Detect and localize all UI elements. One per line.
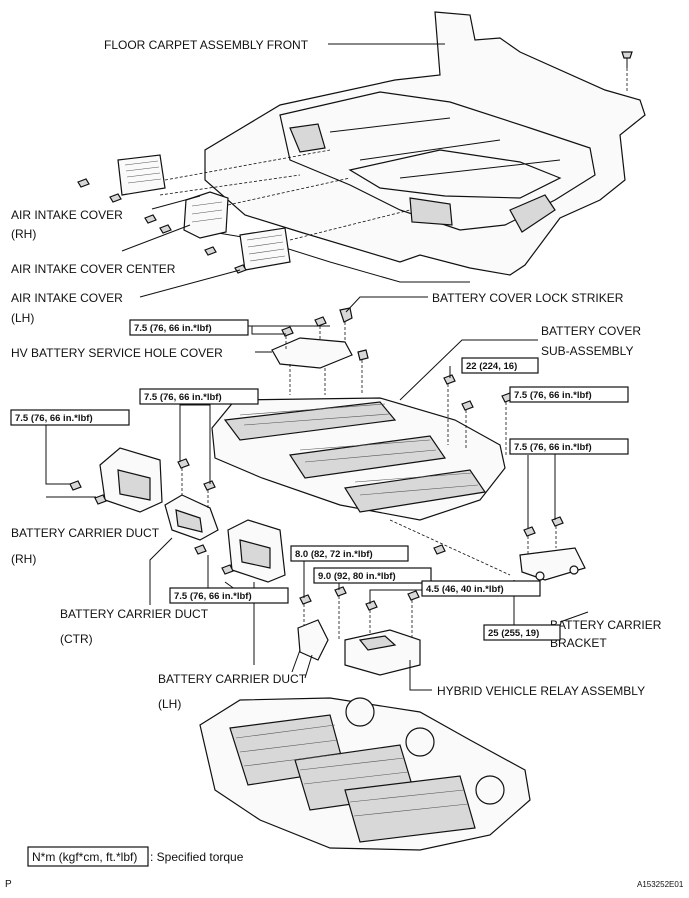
label-battery-carrier-duct-ctr: BATTERY CARRIER DUCT xyxy=(60,607,209,621)
torque-callout-service-hole: 7.5 (76, 66 in.*lbf) xyxy=(129,319,249,336)
label-floor-carpet: FLOOR CARPET ASSEMBLY FRONT xyxy=(104,38,309,52)
air-intake-cover-center-drawing xyxy=(159,177,351,239)
torque-callout-cover-22: 22 (224, 16) xyxy=(461,357,539,374)
figure-id: A153252E01 xyxy=(637,880,684,889)
svg-text:7.5 (76, 66 in.*lbf): 7.5 (76, 66 in.*lbf) xyxy=(174,591,252,602)
svg-text:8.0 (82, 72 in.*lbf): 8.0 (82, 72 in.*lbf) xyxy=(295,549,373,560)
air-intake-cover-rh-drawing xyxy=(77,149,331,224)
torque-callout-duct-rh: 7.5 (76, 66 in.*lbf) xyxy=(10,409,130,426)
battery-carrier-duct-ctr-drawing xyxy=(164,458,219,541)
legend-description: : Specified torque xyxy=(150,850,244,864)
svg-text:4.5 (46, 40 in.*lbf): 4.5 (46, 40 in.*lbf) xyxy=(426,584,504,595)
label-battery-carrier-bracket-line1: BATTERY CARRIER xyxy=(550,618,662,632)
svg-text:7.5 (76, 66 in.*lbf): 7.5 (76, 66 in.*lbf) xyxy=(134,323,212,334)
torque-callout-cover-right: 7.5 (76, 66 in.*lbf) xyxy=(509,386,629,403)
label-air-intake-cover-center: AIR INTAKE COVER CENTER xyxy=(11,262,176,276)
hv-battery-drawing xyxy=(199,697,531,851)
label-battery-carrier-bracket-line2: BRACKET xyxy=(550,636,607,650)
label-hybrid-vehicle-relay-assembly: HYBRID VEHICLE RELAY ASSEMBLY xyxy=(437,684,645,698)
label-air-intake-cover-lh-side: (LH) xyxy=(11,311,34,325)
torque-callout-relay-9: 9.0 (92, 80 in.*lbf) xyxy=(313,567,432,584)
label-air-intake-cover-rh: AIR INTAKE COVER xyxy=(11,208,123,222)
label-battery-cover-lock-striker: BATTERY COVER LOCK STRIKER xyxy=(432,291,624,305)
torque-callout-duct-ctr: 7.5 (76, 66 in.*lbf) xyxy=(169,587,289,604)
label-battery-carrier-duct-rh-side: (RH) xyxy=(11,552,36,566)
label-battery-carrier-duct-lh-side: (LH) xyxy=(158,697,181,711)
service-hole-cover-drawing xyxy=(271,316,353,395)
label-hv-battery-service-hole-cover: HV BATTERY SERVICE HOLE COVER xyxy=(11,346,223,360)
air-intake-cover-lh-drawing xyxy=(204,209,411,274)
svg-text:22 (224, 16): 22 (224, 16) xyxy=(466,361,517,372)
svg-text:7.5 (76, 66 in.*lbf): 7.5 (76, 66 in.*lbf) xyxy=(144,392,222,403)
torque-callout-bracket-25: 25 (255, 19) xyxy=(483,624,561,641)
label-air-intake-cover-lh: AIR INTAKE COVER xyxy=(11,291,123,305)
floor-carpet-drawing xyxy=(199,11,646,283)
torque-callout-relay-8: 8.0 (82, 72 in.*lbf) xyxy=(290,545,409,562)
battery-cover-drawing xyxy=(211,397,511,576)
label-battery-cover-line2: SUB-ASSEMBLY xyxy=(541,344,633,358)
label-battery-carrier-duct-rh: BATTERY CARRIER DUCT xyxy=(11,526,160,540)
lock-striker-drawing xyxy=(339,307,369,395)
battery-carrier-bracket-drawing xyxy=(519,516,586,581)
page-mark: P xyxy=(5,879,12,890)
battery-carrier-duct-rh-drawing xyxy=(69,447,163,513)
hybrid-relay-drawing xyxy=(291,586,421,679)
svg-text:9.0 (92, 80 in.*lbf): 9.0 (92, 80 in.*lbf) xyxy=(318,571,396,582)
torque-callout-bracket: 7.5 (76, 66 in.*lbf) xyxy=(509,438,629,455)
label-battery-cover-line1: BATTERY COVER xyxy=(541,324,641,338)
torque-legend: N*m (kgf*cm, ft.*lbf) : Specified torque xyxy=(27,846,244,867)
label-battery-carrier-duct-ctr-side: (CTR) xyxy=(60,632,93,646)
torque-callout-relay-4-5: 4.5 (46, 40 in.*lbf) xyxy=(421,580,541,597)
battery-carrier-duct-lh-drawing xyxy=(194,519,286,583)
label-air-intake-cover-rh-side: (RH) xyxy=(11,227,36,241)
svg-text:7.5 (76, 66 in.*lbf): 7.5 (76, 66 in.*lbf) xyxy=(15,413,93,424)
torque-callout-cover-left: 7.5 (76, 66 in.*lbf) xyxy=(139,388,259,405)
svg-text:7.5 (76, 66 in.*lbf): 7.5 (76, 66 in.*lbf) xyxy=(514,390,592,401)
svg-text:25 (255, 19): 25 (255, 19) xyxy=(488,628,539,639)
carpet-clip-icon xyxy=(621,51,633,92)
legend-unit-box: N*m (kgf*cm, ft.*lbf) xyxy=(32,850,137,864)
label-battery-carrier-duct-lh: BATTERY CARRIER DUCT xyxy=(158,672,307,686)
svg-text:7.5 (76, 66 in.*lbf): 7.5 (76, 66 in.*lbf) xyxy=(514,442,592,453)
